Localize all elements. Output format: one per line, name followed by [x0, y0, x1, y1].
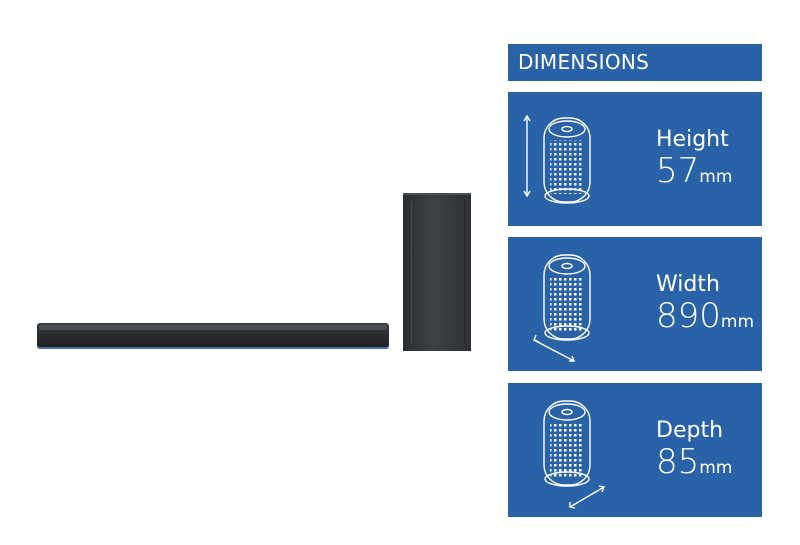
speaker-width-icon	[533, 254, 591, 362]
dimension-value-width: 890mm	[656, 296, 755, 336]
dimension-value-height: 57mm	[656, 151, 733, 191]
subwoofer-image	[403, 193, 471, 351]
dimension-value-depth: 85mm	[656, 442, 733, 482]
dimension-label-depth: Depth	[656, 418, 724, 443]
dimension-depth-card: Depth 85mm	[508, 383, 762, 517]
speaker-height-icon	[523, 114, 591, 204]
dimension-height-card: Height 57mm	[508, 92, 762, 226]
dimension-label-width: Width	[656, 272, 720, 297]
dimension-label-height: Height	[656, 127, 729, 152]
speaker-depth-icon	[543, 400, 605, 509]
dimensions-title: DIMENSIONS	[508, 44, 762, 81]
dimension-width-card: Width 890mm	[508, 237, 762, 371]
soundbar-image	[37, 323, 389, 349]
